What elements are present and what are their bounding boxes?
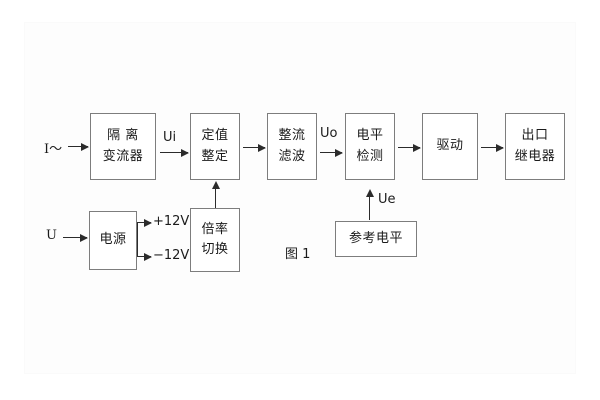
diagram-frame <box>24 22 576 374</box>
arrow-rectifier-to-level <box>320 148 343 157</box>
block-level-detect-line2: 检测 <box>356 148 384 164</box>
arrow-isolation-to-setting <box>160 148 189 157</box>
arrow-setting-to-rectifier <box>243 143 266 152</box>
block-output-relay-line1: 出口 <box>521 128 549 144</box>
block-isolation-line1: 隔 离 <box>107 128 139 144</box>
block-reference-level: 参考电平 <box>335 221 417 257</box>
block-reference-level-line1: 参考电平 <box>348 230 403 246</box>
input-label-current: I～ <box>44 142 63 157</box>
arrow-rail-positive <box>137 218 152 227</box>
arrow-voltage-to-power <box>63 233 88 242</box>
arrow-reference-to-level <box>365 189 374 220</box>
block-multiplier-switch-line1: 倍率 <box>201 221 229 237</box>
block-setting-line2: 整定 <box>201 148 229 164</box>
block-isolation: 隔 离 变流器 <box>90 113 156 180</box>
figure-caption: 图 1 <box>285 247 311 262</box>
arrow-multiplier-to-setting <box>211 181 220 208</box>
signal-label-ue: Ue <box>378 192 396 207</box>
signal-label-ui: Ui <box>163 130 177 145</box>
block-level-detect: 电平 检测 <box>345 113 395 180</box>
block-multiplier-switch-line2: 切换 <box>201 242 229 257</box>
block-power-supply: 电源 <box>89 211 137 270</box>
block-rectifier-line1: 整流 <box>278 128 306 144</box>
block-rectifier-line2: 滤波 <box>278 148 306 164</box>
block-level-detect-line1: 电平 <box>356 128 384 144</box>
block-setting-line1: 定值 <box>201 128 229 144</box>
arrow-current-to-isolation <box>68 142 89 151</box>
block-setting: 定值 整定 <box>190 113 240 180</box>
arrow-rail-negative <box>137 252 152 261</box>
block-power-supply-line1: 电源 <box>99 232 127 248</box>
block-drive-line1: 驱动 <box>436 138 464 154</box>
block-rectifier: 整流 滤波 <box>267 113 317 180</box>
block-drive: 驱动 <box>422 113 478 180</box>
input-label-voltage: U <box>46 228 57 243</box>
rail-label-positive: +12V <box>153 214 190 229</box>
block-output-relay-line2: 继电器 <box>514 148 556 164</box>
rail-label-negative: −12V <box>153 248 190 263</box>
power-rail-stub <box>137 222 138 256</box>
arrow-level-to-drive <box>398 143 421 152</box>
block-output-relay: 出口 继电器 <box>505 113 565 180</box>
block-isolation-line2: 变流器 <box>102 148 144 164</box>
arrow-drive-to-output <box>481 143 504 152</box>
block-multiplier-switch: 倍率 切换 <box>190 208 240 272</box>
signal-label-uo: Uo <box>320 126 338 141</box>
